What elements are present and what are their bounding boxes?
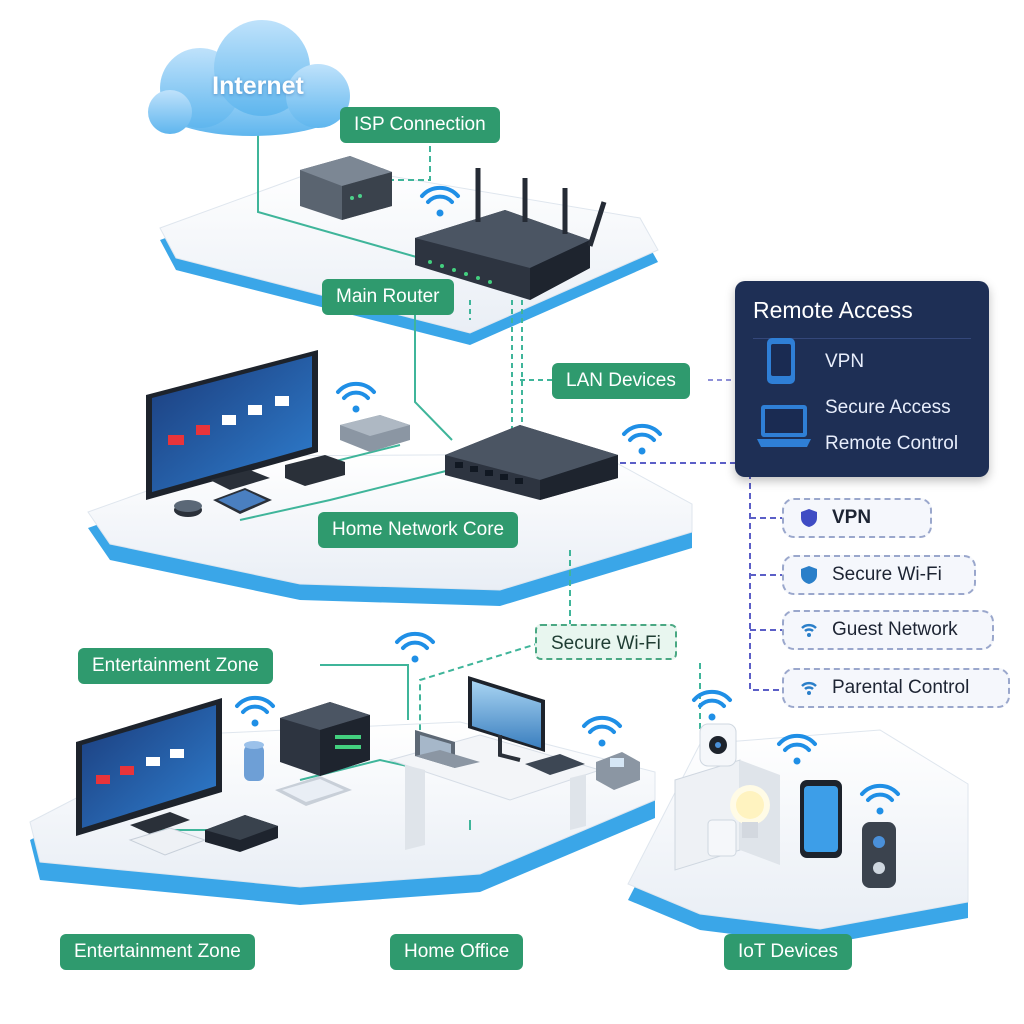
secure-wifi-label: Secure Wi-Fi	[535, 624, 677, 660]
remote-vpn-text: VPN	[825, 351, 865, 372]
monitor-icon	[468, 676, 545, 762]
wifi-icon-dot	[708, 713, 716, 721]
tablet-icon	[275, 776, 352, 806]
wifi-icon	[336, 381, 376, 400]
wifi-icon	[860, 783, 900, 802]
smart-doorbell-icon	[862, 822, 896, 888]
remote-access-title: Remote Access	[753, 297, 913, 323]
internet-label: Internet	[212, 72, 304, 100]
remote-access-panel: Remote Access VPN Secure Access Remote C…	[735, 281, 989, 477]
tv-icon	[76, 698, 222, 836]
secure-access-text: Secure Access	[825, 397, 951, 418]
feature-label: Parental Control	[832, 677, 970, 698]
wifi-icon	[235, 695, 275, 714]
wifi-icon-dot	[793, 757, 801, 765]
wifi-icon-dot	[638, 447, 646, 455]
wifi-icon-dot	[411, 655, 419, 663]
router-small-icon	[525, 754, 585, 775]
vpn-shield-icon	[801, 509, 817, 527]
wifi-icon	[777, 733, 817, 752]
entertainment-zone-label: Entertainment Zone	[60, 934, 255, 970]
connection-lines	[160, 128, 782, 831]
modem-icon	[300, 156, 392, 220]
iot-devices-label: IoT Devices	[724, 934, 852, 970]
feature-item-vpn: VPN	[782, 498, 932, 538]
laptop-icon	[415, 730, 480, 768]
wifi-icon-dot	[876, 807, 884, 815]
wifi-icon	[582, 715, 622, 734]
feature-label: Guest Network	[832, 619, 958, 640]
set-top-box-icon	[205, 815, 278, 852]
panel-divider	[753, 338, 971, 339]
wifi-icon-dot	[352, 405, 360, 413]
home-server-icon	[280, 702, 370, 776]
wifi-icon-dot	[251, 719, 259, 727]
internet-cloud	[148, 20, 350, 136]
wifi-icon	[801, 681, 817, 695]
main-router-icon	[415, 168, 607, 300]
smart-plug-icon	[707, 819, 737, 857]
laptop-icon	[757, 405, 811, 447]
tv-icon	[146, 350, 318, 500]
speaker-icon	[174, 500, 202, 517]
remote-control-text: Remote Control	[825, 433, 959, 454]
media-box-icon	[285, 415, 410, 486]
secure-wifi-shield-icon	[801, 566, 817, 584]
wifi-icon	[692, 689, 732, 708]
wifi-icon	[395, 631, 435, 650]
feature-label: Secure Wi-Fi	[832, 564, 942, 585]
wifi-icon	[801, 623, 817, 637]
feature-label: VPN	[832, 507, 872, 528]
desk-phone-icon	[596, 752, 640, 790]
wifi-icon-dot	[436, 209, 444, 217]
isp-connection-label: ISP Connection	[340, 107, 500, 143]
entertainment-zone-label: Entertainment Zone	[78, 648, 273, 684]
mobile-phone-icon	[767, 338, 795, 384]
lan-devices-label: LAN Devices	[552, 363, 690, 399]
smart-speaker-icon	[244, 741, 264, 781]
wifi-icon	[622, 423, 662, 442]
network-switch-icon	[445, 425, 618, 500]
wifi-icon	[420, 185, 460, 204]
feature-item-secure-wifi: Secure Wi-Fi	[782, 555, 976, 595]
feature-item-guest-network: Guest Network	[782, 610, 994, 650]
main-router-label: Main Router	[322, 279, 454, 315]
home-network-core-label: Home Network Core	[318, 512, 519, 548]
smartphone-icon	[800, 780, 842, 858]
security-camera-icon	[699, 723, 737, 767]
feature-item-parental-control: Parental Control	[782, 668, 1010, 708]
smart-bulb-icon	[730, 785, 770, 838]
wifi-icon-dot	[598, 739, 606, 747]
home-office-label: Home Office	[390, 934, 524, 970]
tablet-icon	[213, 488, 272, 514]
